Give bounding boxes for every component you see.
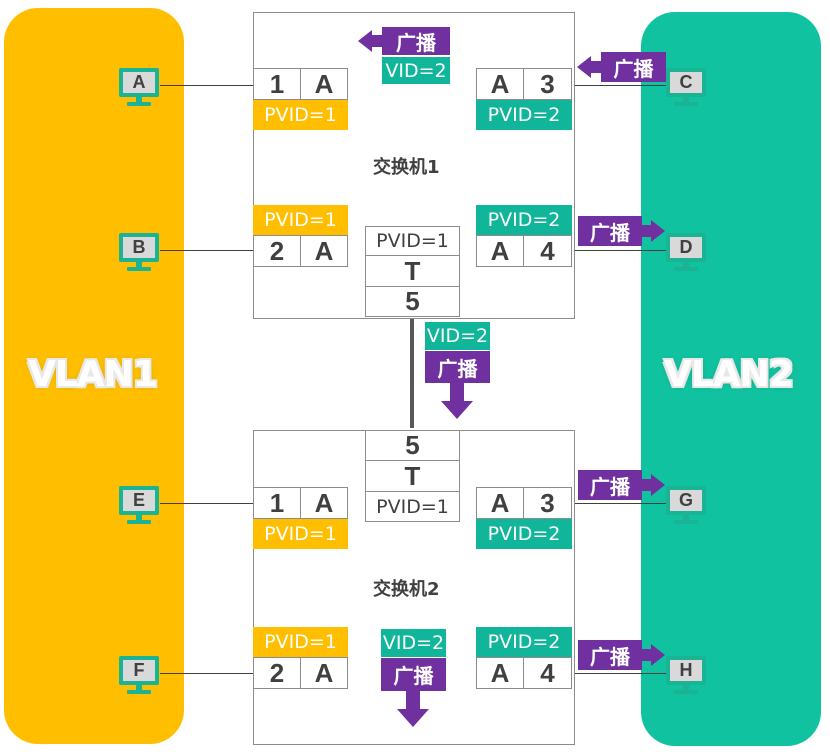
host-h-icon: H xyxy=(666,656,706,696)
switch1-name: 交换机1 xyxy=(373,157,440,178)
broadcast-label: 广播 xyxy=(613,56,654,81)
switch2-name: 交换机2 xyxy=(373,579,440,600)
switch1-port4-mode: A xyxy=(476,235,524,267)
switch2-port1-mode: A xyxy=(300,487,348,519)
switch2-port4-mode: A xyxy=(476,657,524,689)
link-f xyxy=(160,673,253,674)
switch1-port2-number: 2 xyxy=(253,235,301,267)
host-f-icon: F xyxy=(119,656,159,696)
broadcast-g: 广播 xyxy=(578,470,642,500)
link-g xyxy=(572,503,668,504)
switch1-port1-number: 1 xyxy=(253,68,301,100)
switch1-port1-mode: A xyxy=(300,68,348,100)
switch1-port5-mode: T xyxy=(365,255,460,287)
broadcast-label: 广播 xyxy=(396,30,436,55)
broadcast-h: 广播 xyxy=(578,640,642,670)
switch2-vid-tag: VID=2 xyxy=(381,629,446,657)
arrow-right-icon xyxy=(641,474,665,496)
host-c-label: C xyxy=(670,72,702,93)
trunk-vid-tag: VID=2 xyxy=(425,322,490,350)
switch2-port3-number: 3 xyxy=(523,487,572,519)
link-c xyxy=(572,85,668,86)
host-d-label: D xyxy=(670,237,702,258)
switch1-port4-pvid: PVID=2 xyxy=(476,205,572,235)
switch1-port3-number: 3 xyxy=(523,68,572,100)
switch2-port1-number: 1 xyxy=(253,487,301,519)
link-d xyxy=(572,250,668,251)
switch1-port2-mode: A xyxy=(300,235,348,267)
broadcast-label: 广播 xyxy=(437,356,478,381)
switch2-port1-pvid: PVID=1 xyxy=(253,519,348,549)
broadcast-d: 广播 xyxy=(578,216,642,246)
broadcast-label: 广播 xyxy=(590,644,630,669)
host-f-label: F xyxy=(123,660,155,681)
arrow-left-icon xyxy=(358,30,384,52)
switch2-broadcast-tag: 广播 xyxy=(381,658,446,691)
vlan1-region xyxy=(4,8,184,744)
arrow-down-icon xyxy=(397,691,429,727)
switch1-port1-pvid: PVID=1 xyxy=(253,100,348,130)
host-c-icon: C xyxy=(666,68,706,108)
trunk-link xyxy=(410,316,414,428)
broadcast-label: 广播 xyxy=(590,220,630,245)
broadcast-c: 广播 xyxy=(601,52,666,82)
switch1-port3-mode: A xyxy=(476,68,524,100)
host-g-icon: G xyxy=(666,486,706,526)
switch1-port5-number: 5 xyxy=(365,286,460,317)
host-d-icon: D xyxy=(666,233,706,273)
link-a xyxy=(160,85,253,86)
arrow-right-icon xyxy=(641,644,665,666)
arrow-right-icon xyxy=(641,220,665,242)
switch1-vid-tag: VID=2 xyxy=(382,57,450,84)
arrow-left-icon xyxy=(577,56,603,78)
switch2-port5-mode: T xyxy=(365,460,460,492)
switch2-port5-pvid: PVID=1 xyxy=(365,491,460,522)
host-b-icon: B xyxy=(119,233,159,273)
link-e xyxy=(160,503,253,504)
host-b-label: B xyxy=(123,237,155,258)
switch2-port5-number: 5 xyxy=(365,430,460,461)
switch1-port5-pvid: PVID=1 xyxy=(365,226,460,256)
link-h xyxy=(572,673,668,674)
switch2-port2-mode: A xyxy=(300,657,348,689)
broadcast-label: 广播 xyxy=(393,664,434,688)
vlan2-region xyxy=(641,12,821,746)
switch1-port2-pvid: PVID=1 xyxy=(253,205,348,235)
host-h-label: H xyxy=(670,660,702,681)
broadcast-label: 广播 xyxy=(590,474,630,499)
switch1-port4-number: 4 xyxy=(523,235,572,267)
arrow-down-icon xyxy=(441,383,473,419)
switch2-port2-pvid: PVID=1 xyxy=(253,627,348,657)
host-a-label: A xyxy=(123,72,155,93)
host-g-label: G xyxy=(670,490,702,511)
switch1-broadcast-tag: 广播 xyxy=(382,27,450,55)
switch2-port3-mode: A xyxy=(476,487,524,519)
switch2-port2-number: 2 xyxy=(253,657,301,689)
switch1-port3-pvid: PVID=2 xyxy=(476,100,572,130)
vlan2-label: VLAN2 xyxy=(664,354,794,395)
vlan1-label: VLAN1 xyxy=(28,354,158,395)
switch2-port4-pvid: PVID=2 xyxy=(476,627,572,657)
host-e-label: E xyxy=(123,490,155,511)
link-b xyxy=(160,250,253,251)
host-a-icon: A xyxy=(119,68,159,108)
host-e-icon: E xyxy=(119,486,159,526)
switch2-port3-pvid: PVID=2 xyxy=(476,519,572,549)
trunk-broadcast-tag: 广播 xyxy=(425,351,490,383)
switch2-port4-number: 4 xyxy=(523,657,572,689)
